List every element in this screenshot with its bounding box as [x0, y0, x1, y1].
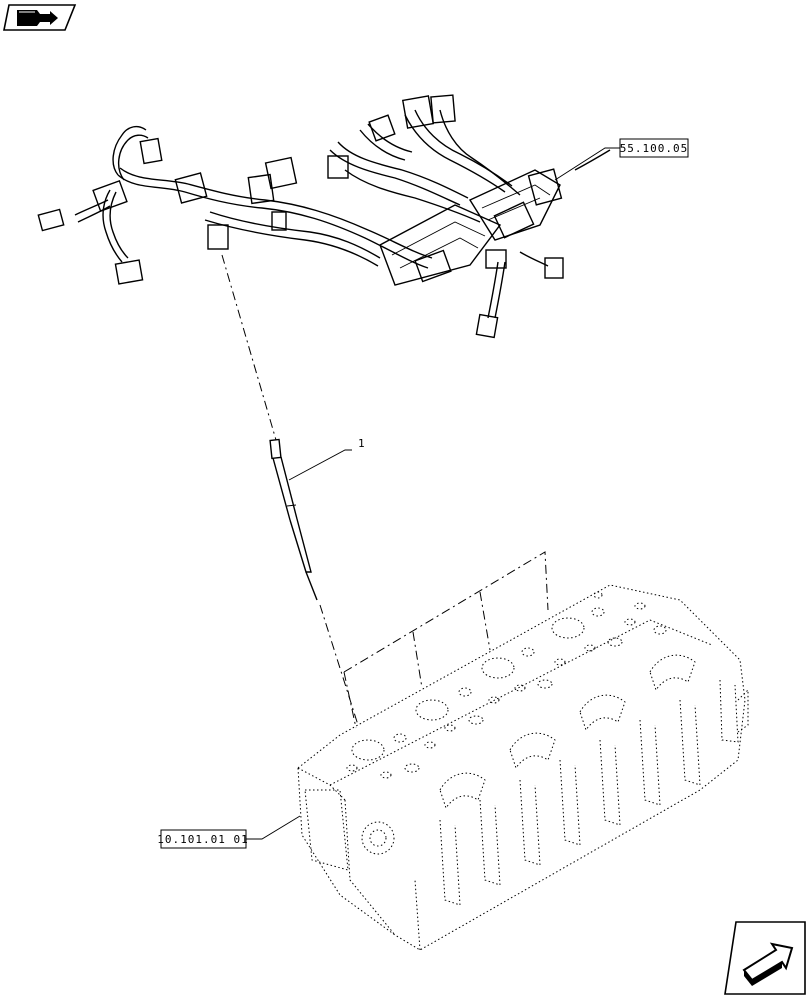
book-arrow-icon[interactable]	[3, 4, 77, 31]
cylinder-head-ref-callout[interactable]: 10.101.01 01	[157, 829, 248, 849]
harness-ref-callout[interactable]: 55.100.05	[619, 138, 689, 158]
cylinder-head	[297, 584, 749, 951]
harness-ref-label: 55.100.05	[620, 142, 689, 155]
sensor-part	[269, 438, 318, 601]
item-number-label: 1	[358, 437, 366, 450]
cylinder-head-ref-label: 10.101.01 01	[157, 833, 248, 846]
wiring-harness	[37, 94, 611, 339]
next-page-arrow-icon[interactable]	[724, 921, 806, 995]
